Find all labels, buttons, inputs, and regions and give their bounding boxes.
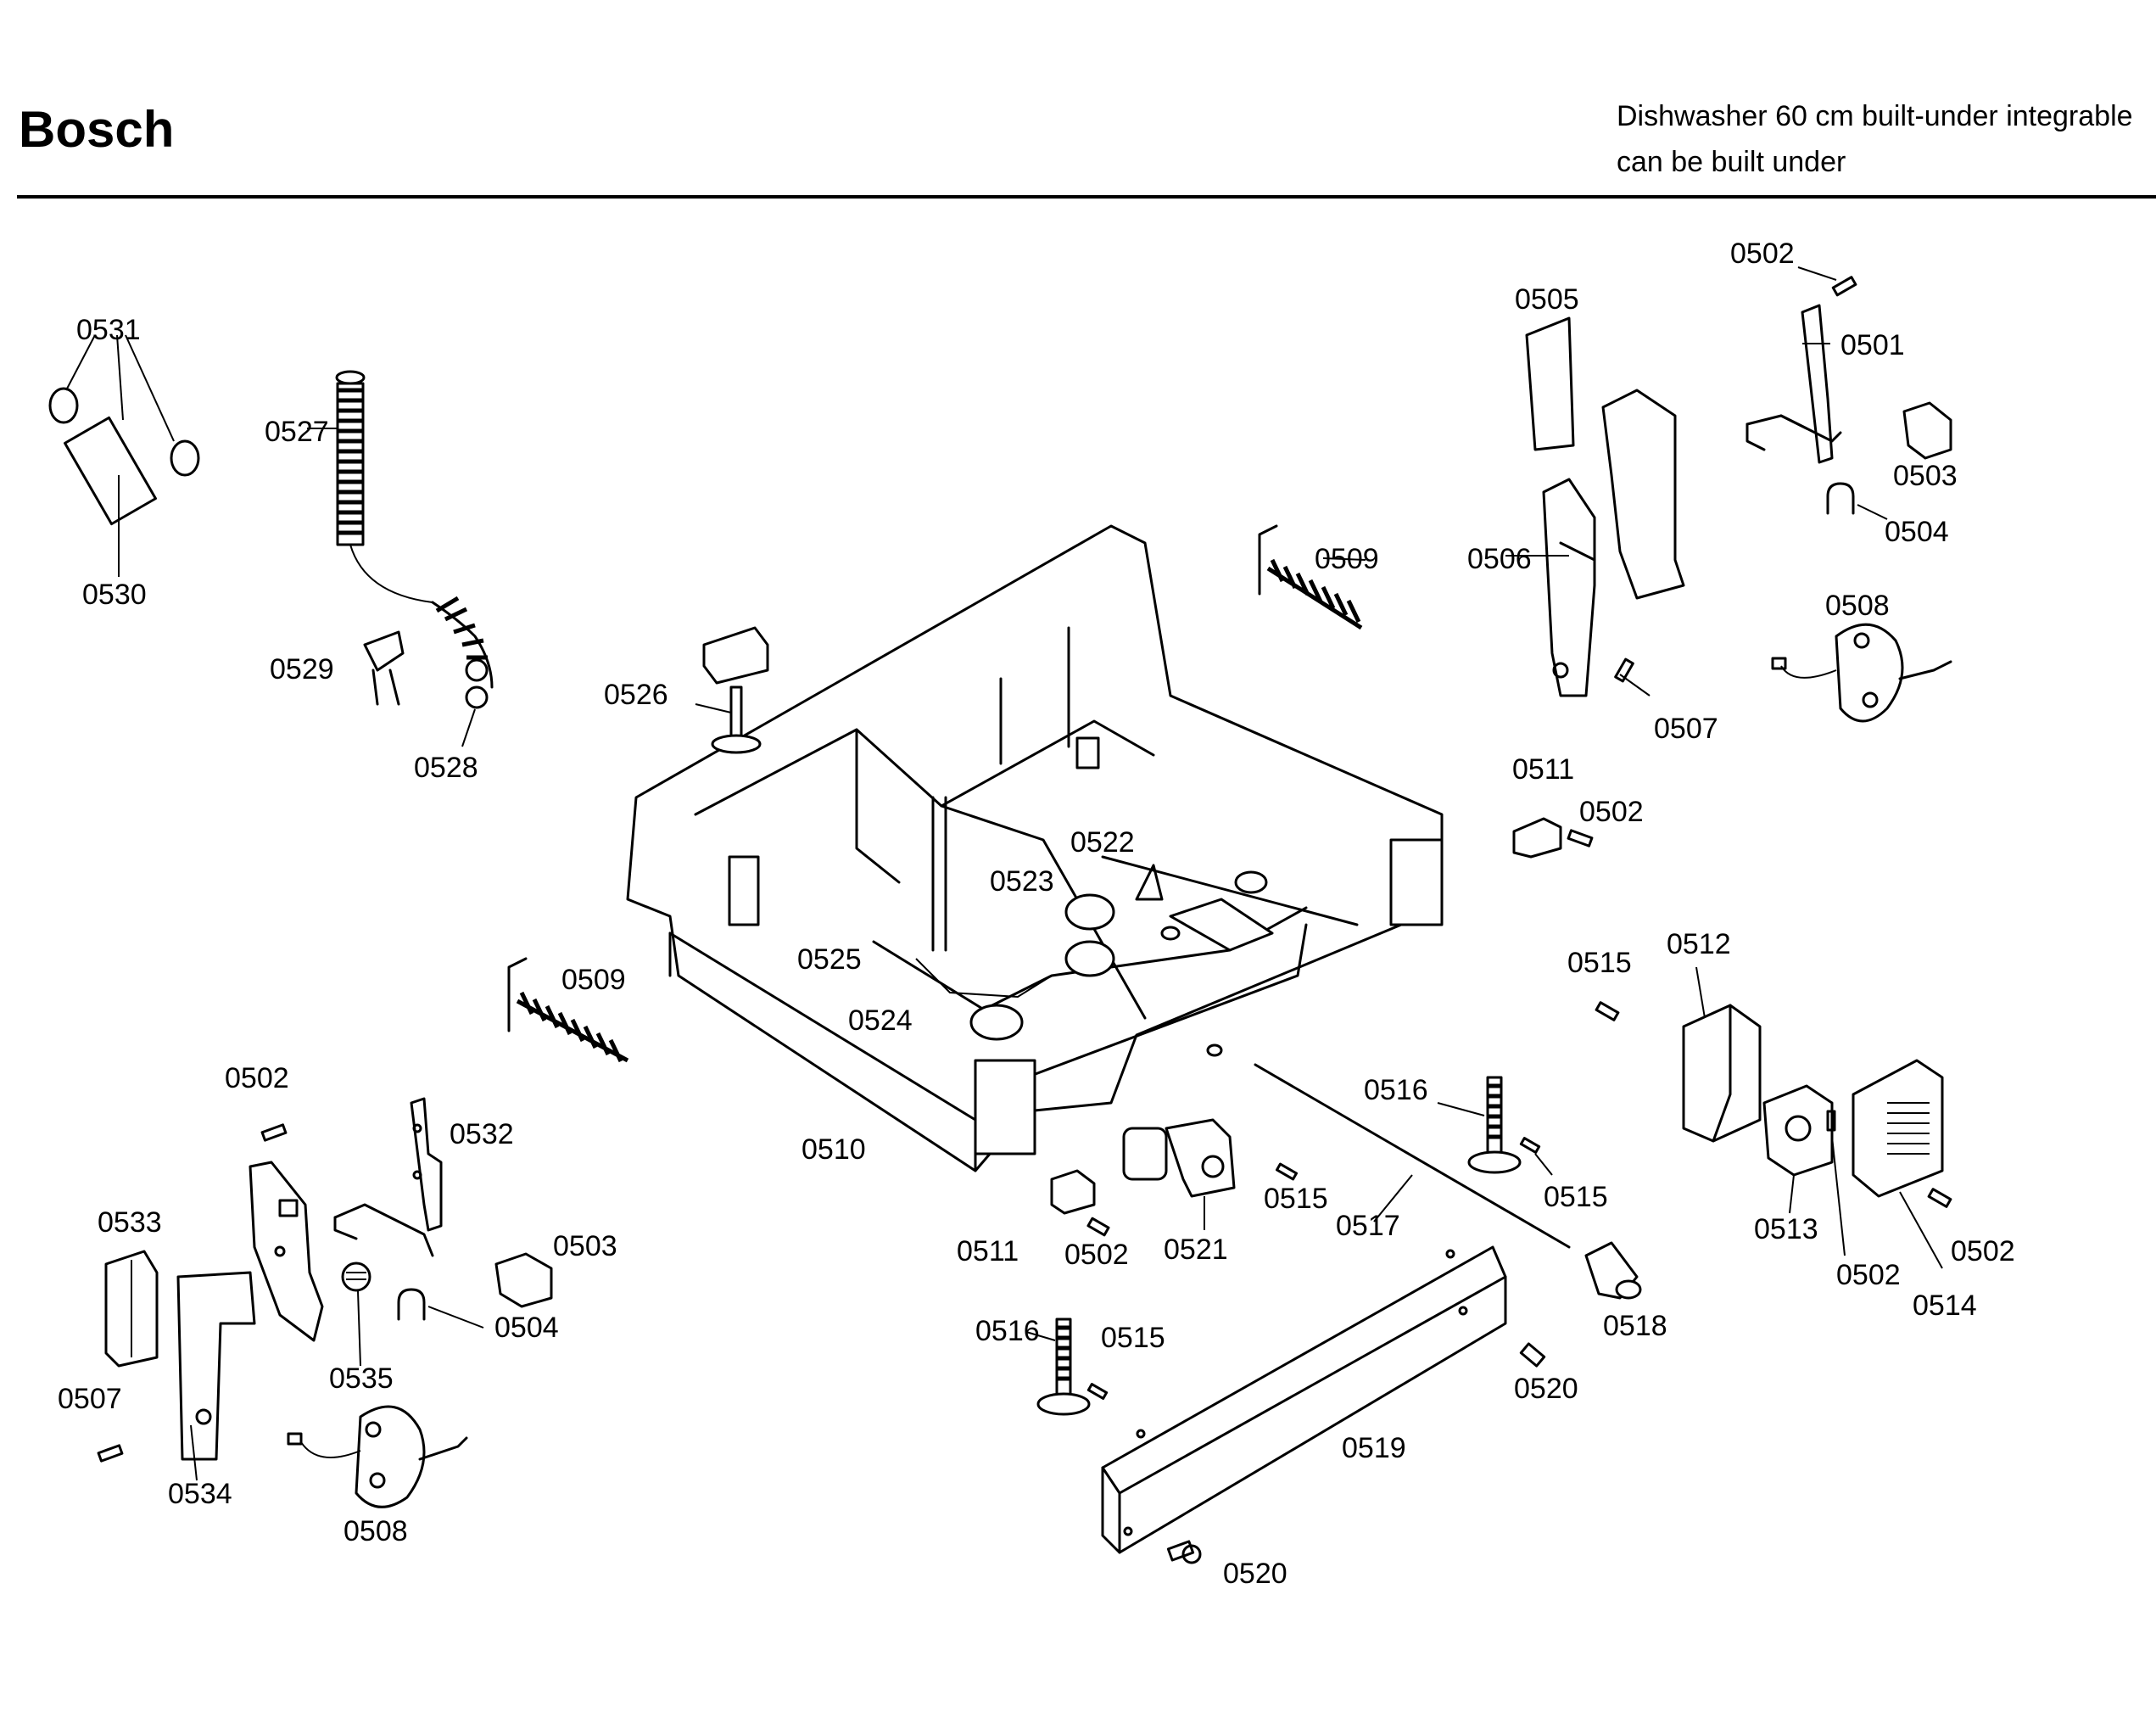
knob-0535 [341,1262,371,1367]
callout-0504-left: 0504 [494,1312,559,1344]
callout-0504-right: 0504 [1885,516,1949,548]
callout-0521: 0521 [1164,1234,1228,1266]
spring-upper [1258,524,1366,630]
cover-0533 [104,1250,159,1368]
callout-0503-left: 0503 [553,1230,617,1262]
header-rule [17,195,2156,199]
callout-0509-lower: 0509 [561,964,626,996]
hinge-bracket-0501 [1745,266,1857,464]
bracket-0511-right [1512,817,1594,859]
callout-0530: 0530 [82,579,147,611]
callout-0508-right: 0508 [1825,590,1890,622]
kick-plate-0519 [1101,1245,1507,1554]
callout-0529: 0529 [270,653,334,685]
model-description-line1: Dishwasher 60 cm built-under integrable [1617,100,2133,132]
callout-0517: 0517 [1336,1210,1400,1242]
screws [97,1123,1546,1564]
callout-0508-left: 0508 [344,1515,408,1547]
callout-0515-mid: 0515 [1264,1183,1328,1215]
callout-0526: 0526 [604,679,668,711]
callout-0528: 0528 [414,752,478,784]
hinge-bracket-0532 [333,1097,443,1257]
cover-0514 [1826,1059,1952,1269]
bracket-0511-front [1050,1169,1096,1215]
callout-0522: 0522 [1070,826,1135,859]
callout-0520-lower: 0520 [1223,1558,1287,1590]
callout-0511-front: 0511 [957,1235,1019,1267]
callout-0514: 0514 [1913,1290,1977,1322]
lock-block-left [494,1252,553,1308]
callout-0505: 0505 [1515,283,1579,316]
callout-0502-left-top: 0502 [225,1062,289,1094]
clip-0504-left [397,1288,484,1329]
callout-0524: 0524 [848,1004,913,1037]
spring-lower [507,957,629,1063]
callout-0515-mid-right: 0515 [1544,1181,1608,1213]
cover-0513 [1762,1084,1834,1214]
callout-0502-top: 0502 [1730,238,1795,270]
callout-0533: 0533 [98,1206,162,1239]
callout-0507-right: 0507 [1654,713,1718,745]
cover-0512 [1595,966,1762,1143]
callout-0512: 0512 [1667,928,1731,960]
hose-clamps [48,334,200,577]
model-description-line2: can be built under [1617,146,1846,178]
foot-0526 [695,626,769,754]
clip-part [363,630,405,706]
callout-0531: 0531 [76,314,141,346]
callout-0502-far-right: 0502 [1951,1235,2015,1267]
valve-0521 [1086,1118,1236,1237]
callout-0535: 0535 [329,1362,394,1395]
foot-0516-front [1025,1318,1109,1416]
hinge-0508-right [1771,623,1952,723]
callout-0525: 0525 [797,943,862,976]
lock-block-right [1902,401,1952,460]
callout-0506: 0506 [1467,543,1532,575]
callout-0527: 0527 [265,416,329,448]
hinge-0508-left [287,1405,468,1508]
callout-0516-right: 0516 [1364,1074,1428,1106]
callout-0501: 0501 [1840,329,1905,361]
callout-0519: 0519 [1342,1432,1406,1464]
callout-0511-right: 0511 [1512,753,1574,786]
callout-0516-front: 0516 [975,1315,1040,1347]
rod-0517 [1254,1063,1571,1249]
callout-0523: 0523 [990,865,1054,898]
clip-0504-right [1826,482,1888,520]
base-frame [626,524,1444,1172]
callout-0532: 0532 [450,1118,514,1150]
callout-0520-upper: 0520 [1514,1373,1578,1405]
callout-0507-left: 0507 [58,1383,122,1415]
door-bracket-0534 [176,1161,324,1481]
callout-0515-front: 0515 [1101,1322,1165,1354]
callout-0513: 0513 [1754,1213,1818,1245]
callout-0502-mid: 0502 [1064,1239,1129,1271]
callout-0534: 0534 [168,1478,232,1510]
brand-title: Bosch [19,101,175,158]
callout-0502-lower-right: 0502 [1836,1259,1901,1291]
foot-0516-right [1437,1076,1553,1176]
end-cap-0518 [1584,1241,1642,1300]
callout-labels: 0531 0527 0530 0529 0528 0526 0509 0525 … [58,238,2015,1590]
corrugated-hose [307,370,494,747]
callout-0502-right: 0502 [1579,796,1644,828]
callout-0503-right: 0503 [1893,460,1958,492]
callout-0510: 0510 [802,1133,866,1166]
door-bracket-right [1505,316,1685,697]
callout-0515-right: 0515 [1567,947,1632,979]
callout-0518: 0518 [1603,1310,1667,1342]
callout-0509-upper: 0509 [1315,543,1379,575]
